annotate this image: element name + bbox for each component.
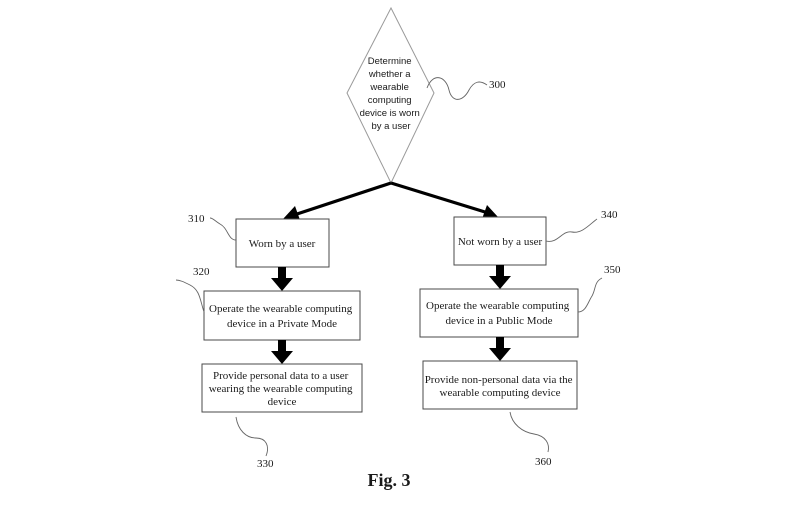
node-non-personal-data: Provide non-personal data via the wearab… [422,360,578,410]
branch-line-right [390,181,486,214]
public-mode-line-2: device in a Public Mode [446,315,553,327]
arrow-shaft-4 [496,337,504,349]
ref-label-340: 340 [601,209,618,221]
ref-label-360: 360 [535,456,552,468]
non-personal-data-line-2: wearable computing device [440,387,561,399]
public-mode-box [419,288,579,338]
node-not-worn: Not worn by a user [453,216,547,266]
arrowhead-3 [489,276,511,289]
ref-leader-350 [577,277,603,313]
ref-label-300: 300 [489,79,506,91]
private-mode-line-2: device in a Private Mode [227,318,337,330]
personal-data-line-3: device [268,396,297,408]
private-mode-line-1: Operate the wearable computing [209,303,353,315]
private-mode-text: Operate the wearable computing device in… [209,303,355,330]
arrowhead-2 [271,351,293,364]
branch-arrow-right [390,181,498,219]
not-worn-line-1: Not worn by a user [458,236,543,248]
public-mode-line-1: Operate the wearable computing [426,300,570,312]
decision-line-6: by a user [371,121,410,132]
branch-line-left [296,181,392,216]
ref-leader-340 [545,218,598,242]
arrow-public-to-nonpersonal [489,337,511,361]
ref-leader-330 [235,416,268,457]
decision-node: Determine whether a wearable computing d… [346,6,435,185]
branch-arrowhead-left [283,206,300,220]
node-private-mode: Operate the wearable computing device in… [203,290,361,341]
decision-line-3: wearable [369,82,409,93]
node-public-mode: Operate the wearable computing device in… [419,288,579,338]
personal-data-line-2: wearing the wearable computing [209,383,353,395]
node-personal-data: Provide personal data to a user wearing … [201,363,363,413]
ref-leader-300 [426,77,488,100]
decision-text: Determine whether a wearable computing d… [360,56,423,132]
non-personal-data-box [422,360,578,410]
arrow-shaft-1 [278,267,286,279]
not-worn-text: Not worn by a user [458,236,543,248]
decision-line-1: Determine [368,56,412,67]
decision-line-4: computing [368,95,412,106]
node-worn: Worn by a user [235,218,330,268]
ref-leader-310 [209,217,237,241]
personal-data-text: Provide personal data to a user wearing … [209,370,356,408]
arrow-shaft-3 [496,265,504,277]
decision-line-2: whether a [368,69,411,80]
arrowhead-1 [271,278,293,291]
arrow-private-to-personal [271,340,293,364]
decision-line-5: device is worn [360,108,420,119]
arrow-shaft-2 [278,340,286,352]
arrowhead-4 [489,348,511,361]
ref-leader-360 [509,411,549,453]
worn-text: Worn by a user [249,238,316,250]
not-worn-box [453,216,547,266]
figure-caption: Fig. 3 [368,470,411,490]
ref-label-320: 320 [193,266,210,278]
branch-arrow-left [283,181,392,220]
ref-label-350: 350 [604,264,621,276]
worn-box [235,218,330,268]
public-mode-text: Operate the wearable computing device in… [426,300,572,327]
non-personal-data-line-1: Provide non-personal data via the [425,374,573,386]
private-mode-box [203,290,361,341]
ref-label-310: 310 [188,213,205,225]
branch-arrowhead-right [482,205,498,219]
non-personal-data-text: Provide non-personal data via the wearab… [425,374,576,399]
personal-data-line-1: Provide personal data to a user [213,370,349,382]
ref-leader-320 [175,279,205,313]
worn-line-1: Worn by a user [249,238,316,250]
ref-label-330: 330 [257,458,274,470]
arrow-worn-to-private [271,267,293,291]
personal-data-box [201,363,363,413]
arrow-notworn-to-public [489,265,511,289]
